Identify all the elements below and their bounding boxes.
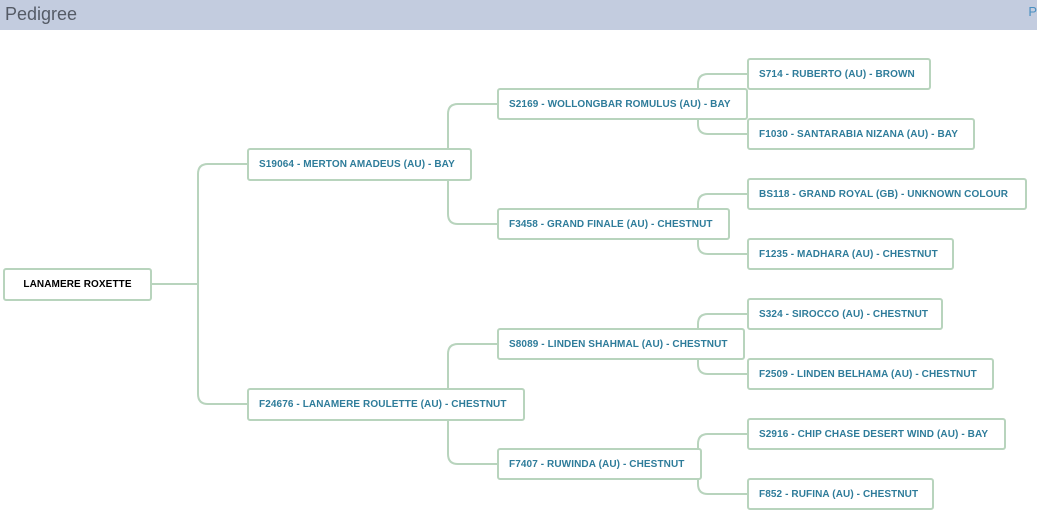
pedigree-node-ss-dam[interactable]: F1030 - SANTARABIA NIZANA (AU) - BAY xyxy=(747,118,975,150)
page-title: Pedigree xyxy=(5,4,78,24)
pedigree-node-sire-sire[interactable]: S2169 - WOLLONGBAR ROMULUS (AU) - BAY xyxy=(497,88,748,120)
pedigree-node-dam-dam[interactable]: F7407 - RUWINDA (AU) - CHESTNUT xyxy=(497,448,702,480)
pedigree-node-sire-dam[interactable]: F3458 - GRAND FINALE (AU) - CHESTNUT xyxy=(497,208,730,240)
pedigree-node-dd-sire[interactable]: S2916 - CHIP CHASE DESERT WIND (AU) - BA… xyxy=(747,418,1006,450)
pedigree-node-dam-sire[interactable]: S8089 - LINDEN SHAHMAL (AU) - CHESTNUT xyxy=(497,328,745,360)
pedigree-node-sd-sire[interactable]: BS118 - GRAND ROYAL (GB) - UNKNOWN COLOU… xyxy=(747,178,1027,210)
pedigree-node-ds-sire[interactable]: S324 - SIROCCO (AU) - CHESTNUT xyxy=(747,298,943,330)
pedigree-node-sire[interactable]: S19064 - MERTON AMADEUS (AU) - BAY xyxy=(247,148,472,181)
pedigree-node-ds-dam[interactable]: F2509 - LINDEN BELHAMA (AU) - CHESTNUT xyxy=(747,358,994,390)
header-edge-link[interactable]: P xyxy=(1028,4,1037,19)
page-header: Pedigree P xyxy=(0,0,1037,30)
pedigree-node-dam[interactable]: F24676 - LANAMERE ROULETTE (AU) - CHESTN… xyxy=(247,388,525,421)
pedigree-node-subject[interactable]: LANAMERE ROXETTE xyxy=(3,268,152,301)
pedigree-node-dd-dam[interactable]: F852 - RUFINA (AU) - CHESTNUT xyxy=(747,478,934,510)
pedigree-node-ss-sire[interactable]: S714 - RUBERTO (AU) - BROWN xyxy=(747,58,931,90)
pedigree-node-sd-dam[interactable]: F1235 - MADHARA (AU) - CHESTNUT xyxy=(747,238,954,270)
